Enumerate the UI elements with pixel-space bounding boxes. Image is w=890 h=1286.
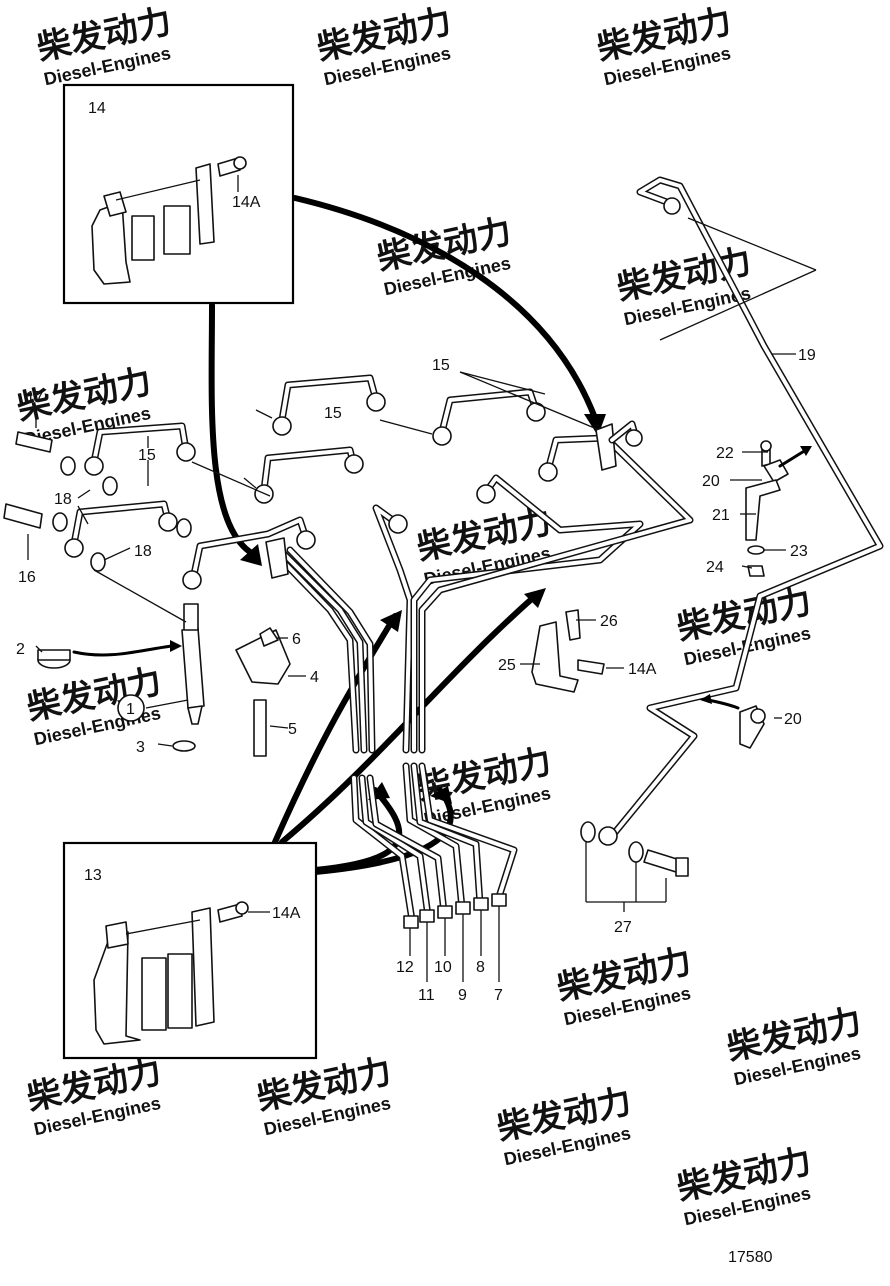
detail-box-label: 13	[84, 867, 102, 884]
pipe-nut	[403, 915, 419, 929]
bolt-14a	[577, 659, 605, 675]
callout-10: 10	[434, 959, 452, 976]
washer-23	[747, 545, 765, 555]
banjo-bolt-27	[643, 849, 681, 873]
callout-14a-mid: 14A	[628, 661, 657, 678]
callout-3: 3	[136, 739, 145, 756]
lower-pipe-bundle	[350, 762, 518, 982]
pipe-nut	[473, 897, 489, 911]
strap-part	[195, 163, 215, 245]
callout-16: 16	[18, 569, 36, 586]
banjo-bolt	[3, 503, 43, 529]
bracket-part	[91, 201, 131, 285]
pipe-clamp	[265, 537, 289, 579]
clip-bracket-parts	[531, 440, 812, 912]
callout-26: 26	[600, 613, 618, 630]
callout-6: 6	[292, 631, 301, 648]
pipe-nut	[491, 893, 507, 907]
callout-24: 24	[706, 559, 724, 576]
callout-27: 27	[614, 919, 632, 936]
injector-seal-ring	[172, 740, 196, 752]
callout-5: 5	[288, 721, 297, 738]
stud	[253, 699, 267, 757]
bracket-25	[531, 621, 579, 693]
callout-12: 12	[396, 959, 414, 976]
callout-leaders	[27, 408, 786, 747]
callout-19: 19	[798, 347, 816, 364]
callout-18: 18	[54, 491, 72, 508]
callout-7: 7	[494, 987, 503, 1004]
detail-box-14: 14 14A	[62, 83, 295, 305]
banjo-bolt	[15, 431, 53, 453]
detail-box-13: 13 14A	[62, 841, 318, 1060]
strap-part	[191, 907, 215, 1027]
delivery-pipes-15	[64, 371, 605, 558]
bolt-26	[565, 609, 581, 641]
pipe-nut	[437, 905, 453, 919]
clamp-tab	[103, 191, 127, 217]
drawing-number: 17580	[728, 1249, 773, 1266]
clamp-block	[163, 205, 191, 255]
callout-1: 1	[126, 701, 135, 718]
callout-15: 15	[138, 447, 156, 464]
callout-4: 4	[310, 669, 319, 686]
washer-27	[628, 841, 644, 863]
nut-24	[747, 565, 765, 577]
pipe-clamp	[595, 423, 617, 471]
clamp-block	[141, 957, 167, 1031]
clamp-block	[131, 215, 155, 261]
callout-22: 22	[716, 445, 734, 462]
callout-11: 11	[418, 987, 435, 1004]
clamp-tab	[105, 921, 129, 949]
callout-2: 2	[16, 641, 25, 658]
callout-17: 17	[26, 389, 44, 406]
injector-fitting	[183, 603, 199, 631]
callout-21: 21	[712, 507, 730, 524]
callout-15: 15	[324, 405, 342, 422]
callout-8: 8	[476, 959, 485, 976]
injector-body	[181, 627, 205, 709]
injector-assembly	[3, 431, 291, 757]
yoke-nut	[259, 627, 279, 647]
callout-14a: 14A	[232, 194, 261, 211]
callout-labels: 1 2 3 4 5 6 7 8 9 10 11 12 14A 15 15 15 …	[16, 347, 816, 1004]
bracket-21	[745, 479, 781, 541]
callout-14a: 14A	[272, 905, 301, 922]
detail-box-label: 14	[88, 100, 106, 117]
pipe-nut	[455, 901, 471, 915]
pipe-nut	[419, 909, 435, 923]
callout-18: 18	[134, 543, 152, 560]
bracket-part	[93, 931, 141, 1045]
callout-1-circle	[117, 694, 145, 722]
clamp-block	[167, 953, 193, 1029]
return-pipe-19	[598, 176, 884, 846]
washer-27	[580, 821, 596, 843]
callout-15: 15	[432, 357, 450, 374]
callout-23: 23	[790, 543, 808, 560]
callout-20: 20	[702, 473, 720, 490]
callout-9: 9	[458, 987, 467, 1004]
callout-25: 25	[498, 657, 516, 674]
callout-20: 20	[784, 711, 802, 728]
injection-pipe-bundle	[182, 420, 694, 754]
